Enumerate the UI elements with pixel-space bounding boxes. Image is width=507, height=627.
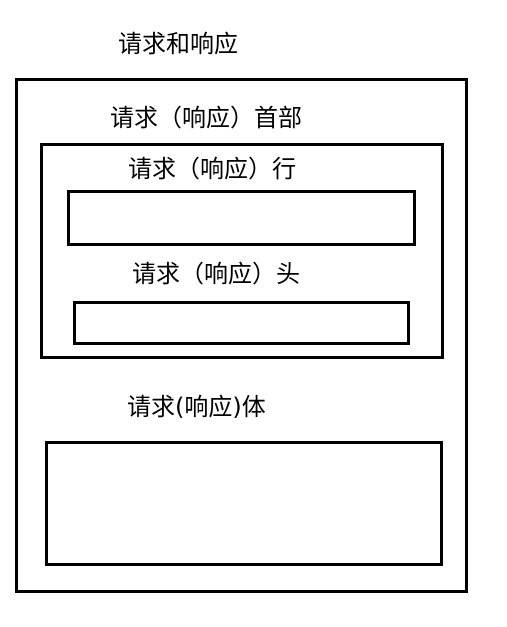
body-box bbox=[45, 441, 443, 566]
head-box bbox=[73, 301, 410, 345]
body-section-label: 请求(响应)体 bbox=[127, 393, 266, 421]
header-section-box bbox=[40, 143, 444, 359]
line-section-label: 请求（响应）行 bbox=[128, 155, 296, 183]
header-section-label: 请求（响应）首部 bbox=[110, 104, 302, 132]
head-section-label: 请求（响应）头 bbox=[132, 260, 300, 288]
line-box bbox=[67, 190, 416, 246]
diagram-title: 请求和响应 bbox=[118, 30, 238, 58]
request-response-box bbox=[15, 78, 468, 593]
